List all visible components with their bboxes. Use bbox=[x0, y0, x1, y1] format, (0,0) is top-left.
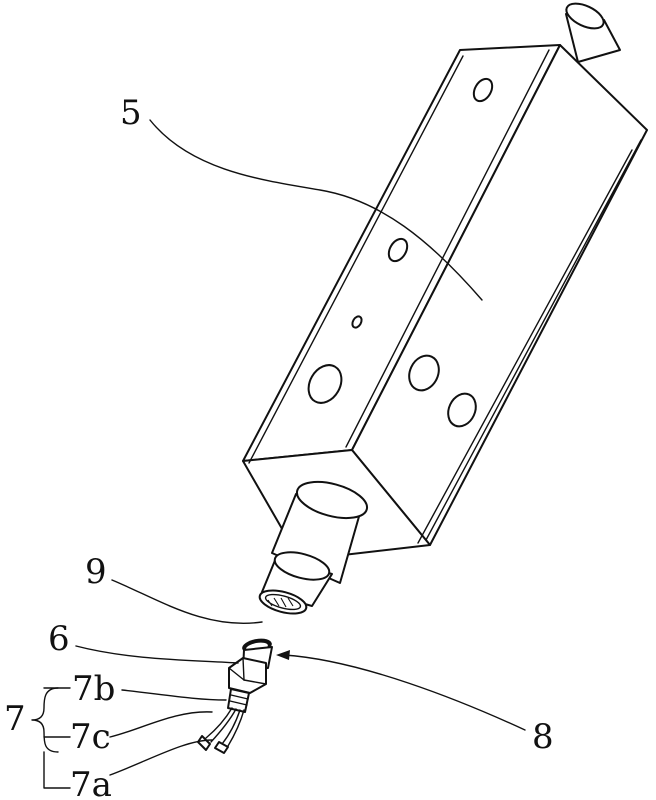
label-7c: 7c bbox=[70, 717, 111, 757]
wires bbox=[197, 707, 245, 754]
leader-7c bbox=[109, 711, 213, 738]
hole bbox=[351, 315, 363, 329]
leader-lines bbox=[31, 119, 526, 789]
leader-7b bbox=[121, 689, 227, 701]
nozzle bbox=[258, 480, 369, 615]
leader-8-arrow bbox=[276, 650, 290, 660]
housing-block bbox=[242, 2, 648, 561]
label-7b: 7b bbox=[72, 669, 115, 709]
label-7a: 7a bbox=[70, 765, 112, 800]
leader-5 bbox=[149, 119, 483, 301]
label-7: 7 bbox=[4, 699, 26, 739]
label-6: 6 bbox=[48, 619, 70, 659]
hole bbox=[447, 392, 477, 428]
brace-7 bbox=[31, 687, 59, 753]
label-8: 8 bbox=[532, 717, 554, 757]
label-9: 9 bbox=[85, 552, 107, 592]
leader-7a bbox=[109, 739, 213, 776]
hole bbox=[387, 237, 409, 263]
hole bbox=[472, 77, 494, 103]
label-5: 5 bbox=[120, 93, 142, 133]
hole bbox=[408, 354, 440, 392]
hole bbox=[307, 364, 343, 404]
connector bbox=[197, 638, 273, 754]
leader-8 bbox=[283, 654, 526, 731]
leader-9 bbox=[111, 579, 263, 624]
leader-6 bbox=[75, 645, 239, 664]
top-shaft bbox=[565, 2, 621, 63]
